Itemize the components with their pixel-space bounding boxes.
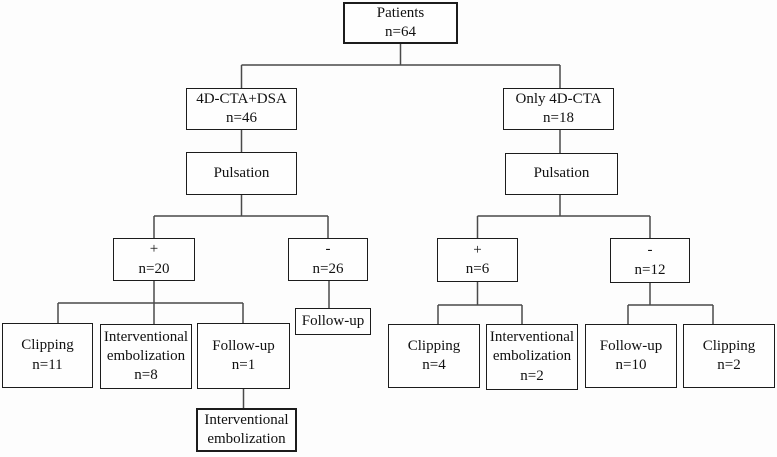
node-embolization-final: Interventional embolization bbox=[196, 408, 297, 452]
node-followup-n1: Follow-up n=1 bbox=[197, 323, 290, 389]
node-clipping-n2: Clipping n=2 bbox=[683, 324, 775, 388]
node-patients: Patients n=64 bbox=[343, 2, 458, 44]
node-followup-n10: Follow-up n=10 bbox=[585, 324, 677, 388]
node-embolization-n2: Interventional embolization n=2 bbox=[486, 324, 578, 390]
connector-group bbox=[57, 44, 714, 408]
node-clipping-n11: Clipping n=11 bbox=[2, 323, 93, 388]
node-pulsation-left: Pulsation bbox=[186, 152, 297, 195]
node-only-4d-cta: Only 4D-CTA n=18 bbox=[503, 88, 614, 130]
node-minus-n12: - n=12 bbox=[610, 238, 690, 283]
node-minus-n26: - n=26 bbox=[288, 238, 368, 281]
node-clipping-n4: Clipping n=4 bbox=[388, 324, 480, 388]
node-followup-minus26: Follow-up bbox=[295, 308, 371, 335]
node-pulsation-right: Pulsation bbox=[505, 153, 618, 195]
node-embolization-n8: Interventional embolization n=8 bbox=[100, 324, 192, 389]
node-4d-cta-dsa: 4D-CTA+DSA n=46 bbox=[186, 88, 297, 130]
node-plus-n20: + n=20 bbox=[113, 238, 195, 281]
node-plus-n6: + n=6 bbox=[437, 238, 518, 282]
